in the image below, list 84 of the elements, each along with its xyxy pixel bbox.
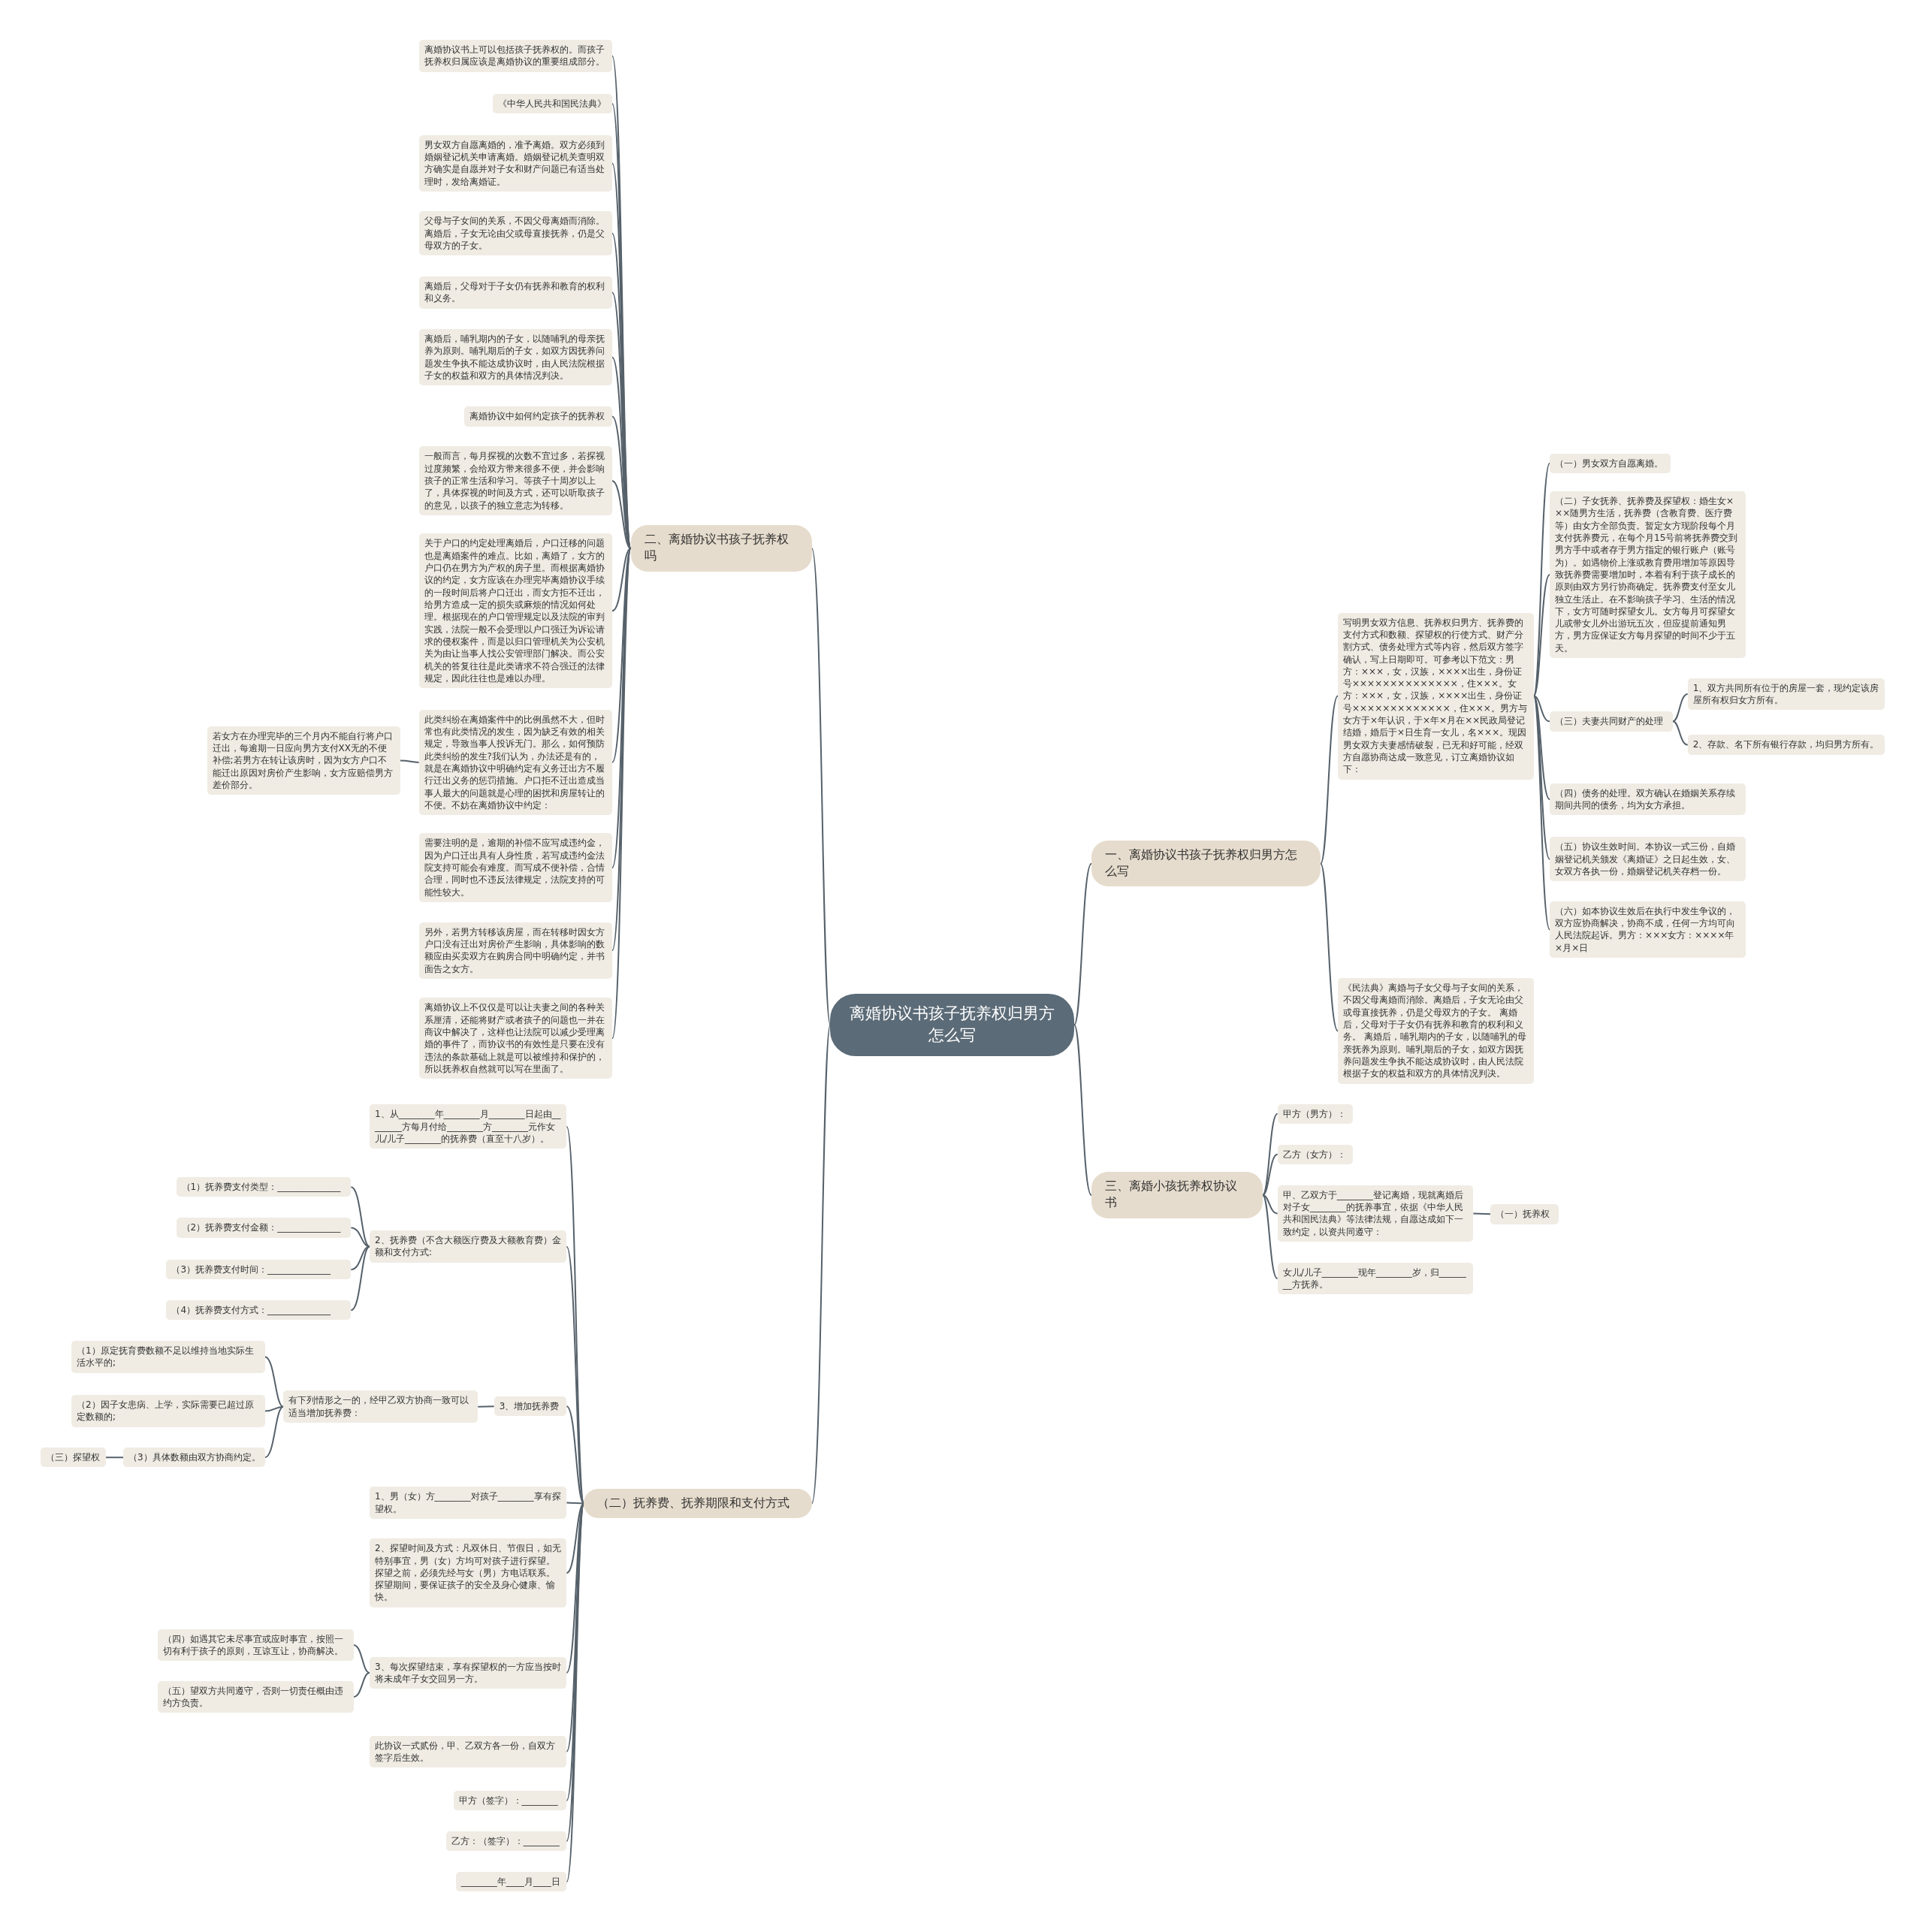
connector-line xyxy=(1261,1194,1278,1280)
connector-line xyxy=(264,1405,285,1459)
topic-box: （五）协议生效时间。本协议一式三份，自婚姻登记机关颁发《离婚证》之日起生效，女、女双方各执一份，婚姻登记机关存档一份。 xyxy=(1550,837,1746,882)
topic-box: 甲方（男方）： xyxy=(1277,1103,1353,1124)
branch-topic: （二）抚养费、抚养期限和支付方式 xyxy=(584,1488,812,1519)
topic-box: （1）原定抚育费数额不足以维持当地实际生活水平的; xyxy=(71,1340,265,1373)
topic-box: 3、增加抚养费 xyxy=(494,1396,567,1417)
topic-box: 此类纠纷在离婚案件中的比例虽然不大，但时常也有此类情况的发生，因为缺乏有效的相关规定，导致当事人投诉无门。那么，如何预防此类纠纷的发生?我们认为，办法还是有的，就是在离婚协议中明确约定有义务迁出方不履行迁出义务的惩罚措施。户口拒不迁出造成当事人最大的问题就是心理的困扰和房屋转让的不便。不妨在离婚协议中约定： xyxy=(418,709,613,816)
topic-box: 1、双方共同所有位于的房屋一套，现约定该房屋所有权归女方所有。 xyxy=(1687,678,1885,711)
branch-topic: 一、离婚协议书孩子抚养权归男方怎么写 xyxy=(1091,841,1321,887)
connector-line xyxy=(811,547,832,1026)
topic-box: 乙方：（签字）：________ xyxy=(445,1831,567,1852)
connector-line xyxy=(1320,695,1339,865)
connector-line xyxy=(477,1405,495,1408)
topic-box: 离婚后，哺乳期内的子女，以随哺乳的母亲抚养为原则。哺乳期后的子女，如双方因抚养问题发生争执不能达成协议时，由人民法院根据子女的权益和双方的具体情况判决。 xyxy=(418,329,613,386)
topic-box: （六）如本协议生效后在执行中发生争议的，双方应协商解决，协商不成，任何一方均可向人民法院起诉。男方：×××女方：××××年×月×日 xyxy=(1550,901,1746,958)
topic-box: 3、每次探望结束，享有探望权的一方应当按时将未成年子女交回另一方。 xyxy=(370,1656,567,1689)
connector-line xyxy=(352,1671,370,1698)
topic-box: 一般而言，每月探视的次数不宜过多，若探视过度频繁，会给双方带来很多不便，并会影响孩子的正常生活和学习。等孩子十周岁以上了，具体探视的时间及方式，还可以听取孩子的意见，以孩子的独立意志为转移。 xyxy=(418,446,613,515)
topic-box: 关于户口的约定处理离婚后，户口迁移的问题也是离婚案件的难点。比如，离婚了，女方的户口仍在男方为产权的房子里。而根据离婚协议的约定，女方应该在办理完毕离婚协议手续的一段时间后将户口迁出，而女方拒不迁出，给男方造成一定的损失或麻烦的情况如何处理。根据现在的户口管理规定以及法院的审判实践，法院一般不会受理以户口强迁为诉讼请求的侵权案件，而是以归口管理机关为公安机关为由让当事人找公安管理部门解决。而公安机关的答复往往是此类请求不符合强迁的法律规定，因此往往也是难以办理。 xyxy=(418,533,613,689)
topic-box: 男女双方自愿离婚的，准予离婚。双方必须到婚姻登记机关申请离婚。婚姻登记机关查明双方确实是自愿并对子女和财产问题已有适当处理时，发给离婚证。 xyxy=(418,134,613,192)
connector-line xyxy=(811,1024,832,1505)
connector-line xyxy=(400,759,420,763)
connector-line xyxy=(1532,695,1551,723)
topic-box: （四）如遇其它未尽事宜或应时事宜，按照一切有利于孩子的原则，互谅互让，协商解决。 xyxy=(157,1629,354,1662)
topic-box: 1、从________年________月________日起由________方每月付给________方________元作女儿/儿子________的抚养费（直至十八岁）。 xyxy=(370,1104,567,1149)
topic-box: （2）抚养费支付金额：______________ xyxy=(176,1218,352,1238)
topic-box: （五）望双方共同遵守，否则一切责任概由违约方负责。 xyxy=(157,1680,354,1713)
topic-box: 离婚后，父母对于子女仍有抚养和教育的权利和义务。 xyxy=(418,276,613,309)
connector-line xyxy=(264,1356,285,1408)
central-topic: 离婚协议书孩子抚养权归男方怎么写 xyxy=(830,993,1075,1056)
connector-line xyxy=(350,1245,370,1271)
topic-box: 父母与子女间的关系，不因父母离婚而消除。离婚后，子女无论由父或母直接抚养，仍是父母双方的子女。 xyxy=(418,211,613,256)
connector-line xyxy=(566,1502,585,1505)
topic-box: 2、抚养费（不含大额医疗费及大额教育费）金额和支付方式: xyxy=(370,1230,567,1263)
topic-box: 若女方在办理完毕的三个月内不能自行将户口迁出，每逾期一日应向男方支付XX无的不便补偿;若男方在转让该房时，因为女方户口不能迁出原因对房价产生影响，女方应赔偿男方差价部分。 xyxy=(207,726,400,795)
topic-box: 离婚协议上不仅仅是可以让夫妻之间的各种关系厘清，还能将财产或者孩子的问题也一并在商议中解决了，这样也让法院可以减少受理离婚的事件了，而协议书的有效性是只要在没有违法的条款基础上就是可以被维持和保护的，所以抚养权自然就可以写在里面了。 xyxy=(418,998,613,1079)
topic-box: 《中华人民共和国民法典》 xyxy=(493,93,613,114)
connector-line xyxy=(611,547,632,612)
topic-box: （三）夫妻共同财产的处理 xyxy=(1550,711,1674,732)
connector-line xyxy=(350,1186,370,1248)
topic-box: ________年____月____日 xyxy=(455,1872,567,1892)
topic-box: （一）男女双方自愿离婚。 xyxy=(1550,453,1671,473)
topic-box: （三）探望权 xyxy=(41,1447,106,1468)
topic-box: （2）因子女患病、上学，实际需要已超过原定数额的; xyxy=(71,1395,265,1427)
topic-box: （4）抚养费支付方式：______________ xyxy=(166,1300,352,1321)
branch-topic: 三、离婚小孩抚养权协议书 xyxy=(1091,1172,1263,1218)
topic-box: 2、存款、名下所有银行存款，均归男方所有。 xyxy=(1687,735,1885,755)
topic-box: 写明男女双方信息、抚养权归男方、抚养费的支付方式和数额、探望权的行使方式、财产分割方式、债务处理方式等内容，然后双方签字确认，写上日期即可。可参考以下范文：男方：×××，女，汉族，××××出生，身份证号××××××××××××××，住×××。女方：×××，女，汉族，××××出生，身份证号×××××××××××××，住×××。男方与女方于×年认识，于×年×月在××民政局登记结婚，婚后于×日生育一女儿，名×××。现因男女双方夫妻感情破裂，已无和好可能，经双方自愿协商达成一致意见，订立离婚协议如下： xyxy=(1338,612,1534,780)
topic-box: （一）抚养权 xyxy=(1490,1204,1559,1224)
topic-box: 甲、乙双方于________登记离婚，现就离婚后对子女________的抚养事宜，依据《中华人民共和国民法典》等法律法规，自愿达成如下一致约定，以资共同遵守： xyxy=(1277,1185,1474,1242)
connector-line xyxy=(350,1227,370,1248)
connector-line xyxy=(1472,1212,1492,1215)
connector-line xyxy=(350,1245,370,1312)
topic-box: （3）抚养费支付时间：______________ xyxy=(166,1260,352,1280)
topic-box: （3）具体数额由双方协商约定。 xyxy=(123,1447,265,1468)
connector-line xyxy=(1073,1024,1092,1196)
topic-box: 乙方（女方）： xyxy=(1277,1144,1353,1164)
topic-box: 《民法典》离婚与子女父母与子女间的关系，不因父母离婚而消除。离婚后，子女无论由父或母直接抚养，仍是父母双方的子女。 离婚后，父母对于子女仍有抚养和教育的权利和义务。 离婚后，哺乳期内的子女，以随哺乳的母亲抚养为原则。哺乳期后的子女，如双方因抚养问题发生争执不能达成协议时，由人民法院根据子女的权益和双方的具体情况判决。 xyxy=(1338,978,1534,1084)
connector-line xyxy=(566,1502,585,1574)
topic-box: 另外，若男方转移该房屋，而在转移时因女方户口没有迁出对房价产生影响，具体影响的数额应由买卖双方在购房合同中明确约定，并书面告之女方。 xyxy=(418,922,613,979)
connector-line xyxy=(566,1405,585,1505)
connector-line xyxy=(611,480,632,549)
connector-line xyxy=(105,1457,124,1459)
connector-line xyxy=(352,1644,370,1674)
connector-line xyxy=(1073,862,1092,1026)
topic-box: 需要注明的是，逾期的补偿不应写成违约金，因为户口迁出具有人身性质，若写成违约金法院支持可能会有难度。而写成不便补偿，合情合理，同时也不违反法律规定，法院支持的可能性较大。 xyxy=(418,833,613,902)
connector-line xyxy=(1532,574,1551,697)
topic-box: 1、男（女）方________对孩子________享有探望权。 xyxy=(370,1487,567,1519)
topic-box: 离婚协议中如何约定孩子的抚养权 xyxy=(464,406,613,427)
topic-box: 此协议一式贰份，甲、乙双方各一份，自双方签字后生效。 xyxy=(370,1735,567,1768)
connector-line xyxy=(1672,693,1689,723)
topic-box: 2、探望时间及方式：凡双休日、节假日，如无特别事宜，男（女）方均可对孩子进行探望。探望之前，必须先经与女（男）方电话联系。探望期间，要保证孩子的安全及身心健康、愉快。 xyxy=(370,1538,567,1607)
connector-line xyxy=(1672,720,1689,746)
branch-topic: 二、离婚协议书孩子抚养权吗 xyxy=(630,525,812,572)
topic-box: 有下列情形之一的，经甲乙双方协商一致可以适当增加抚养费： xyxy=(283,1390,478,1423)
topic-box: （1）抚养费支付类型：______________ xyxy=(176,1177,352,1197)
connector-line xyxy=(1320,862,1339,1032)
topic-box: 甲方（签字）：________ xyxy=(453,1790,567,1811)
topic-box: （四）债务的处理。双方确认在婚姻关系存续期间共同的债务，均为女方承担。 xyxy=(1550,783,1746,816)
topic-box: 离婚协议书上可以包括孩子抚养权的。而孩子抚养权归属应该是离婚协议的重要组成部分。 xyxy=(418,40,613,72)
topic-box: （二）子女抚养、抚养费及探望权：婚生女×××随男方生活，抚养费（含教育费、医疗费等）由女方全部负责。暂定女方现阶段每个月支付抚养费元，在每个月15号前将抚养费交到男方手中或者存于男方指定的银行账户（账号为）。如遇物价上涨或教育费用增加等原因导致抚养费需要增加时，本着有利于孩子成长的原则由双方另行协商确定。抚养费支付至女儿独立生活止。在不影响孩子学习、生活的情况下，女方可随时探望女儿。女方每月可探望女儿或带女儿外出游玩五次，但应提前通知男方，男方应保证女方每月探望的时间不少于五天。 xyxy=(1550,491,1746,659)
connector-line xyxy=(1261,1112,1278,1196)
topic-box: 女儿/儿子________现年________岁，归________方抚养。 xyxy=(1277,1262,1474,1295)
